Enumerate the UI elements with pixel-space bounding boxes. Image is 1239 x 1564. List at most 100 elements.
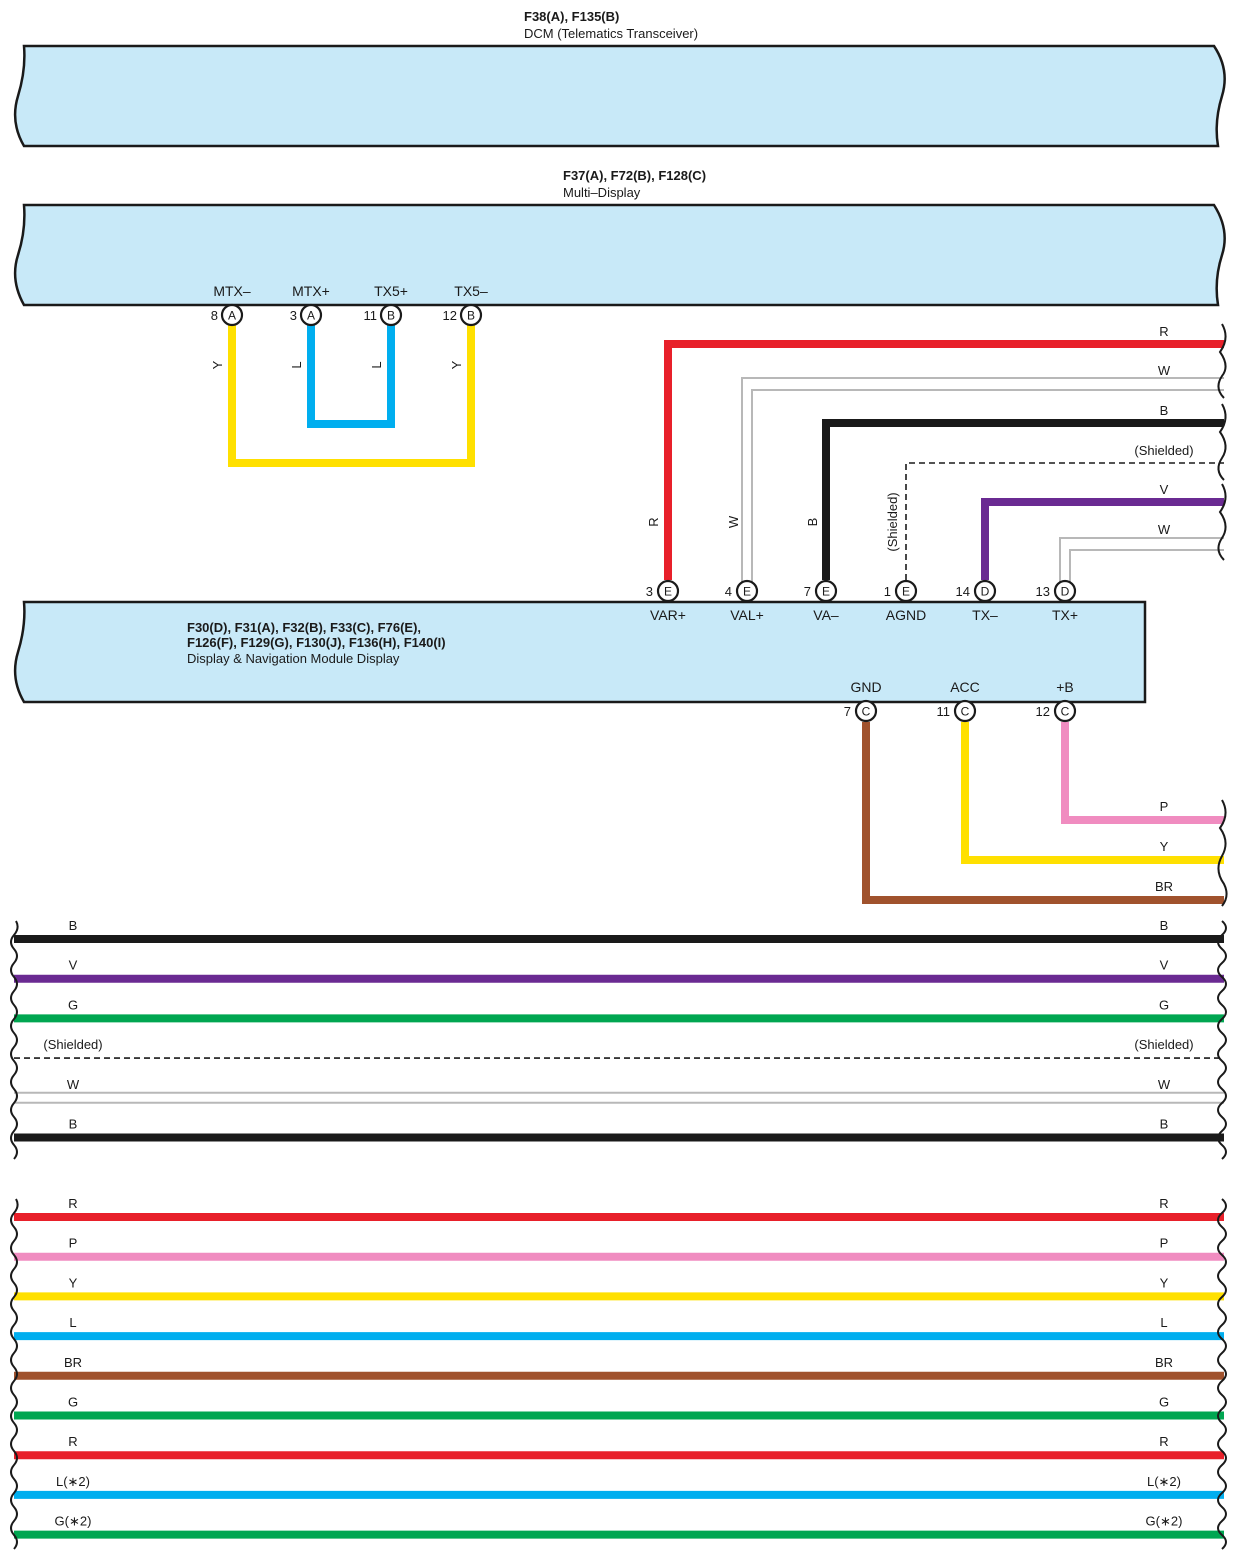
wire-color-label: (Shielded) [885,492,900,551]
nav-terminal-agnd: 1 E AGND [884,579,926,623]
wire-color-label-right: G [1159,1395,1169,1410]
terminal-label: +B [1056,679,1074,695]
pin-connector-circle [459,303,483,327]
wire-color-label-left: G(∗2) [55,1514,92,1529]
dcm-body [13,44,1226,148]
pin-number: 14 [956,584,970,599]
wire-color-label-right: (Shielded) [1134,1037,1193,1052]
pin-connector-circle [299,303,323,327]
break-edge-right [1217,799,1228,907]
pin-connector-letter: C [1061,705,1070,719]
wire-color-label: B [1160,403,1169,418]
wire-color-label-right: R [1159,1196,1168,1211]
wire-color-label: R [1159,324,1168,339]
pin-connector-letter: E [743,585,751,599]
terminal-label: TX+ [1052,607,1078,623]
terminal-label: TX– [972,607,998,623]
break-edge-right [1217,483,1227,561]
pin-number: 8 [211,308,218,323]
wire-color-label-right: L(∗2) [1147,1474,1181,1489]
nav-terminal-va-minus: 7 E VA– [804,579,839,623]
nav-terminal-tx-plus: 13 D TX+ [1036,579,1078,623]
nav-module-code-line1: F30(D), F31(A), F32(B), F33(C), F76(E), [187,620,421,635]
wire-p-b-plus [1061,722,1224,824]
terminal-label: MTX– [213,283,251,299]
pin-number: 11 [364,308,378,323]
multi-display-component: F37(A), F72(B), F128(C) Multi–Display [13,168,1226,307]
pin-number: 12 [1036,704,1050,719]
wire-r-var [664,340,1224,580]
terminal-label: TX5+ [374,283,408,299]
wire-color-label-right: Y [1160,1275,1169,1290]
break-edge-right [1217,1198,1227,1550]
wire-color-label: B [805,518,820,527]
terminal-label: MTX+ [292,283,330,299]
wire-color-label: L [369,361,384,368]
wire-color-label: Y [210,360,225,369]
wire-color-label: R [646,517,661,526]
wire-color-label-left: G [68,997,78,1012]
pin-connector-circle [814,579,838,603]
wire-color-label: (Shielded) [1134,443,1193,458]
wire-color-label-left: L(∗2) [56,1474,90,1489]
terminal-label: GND [850,679,881,695]
nav-terminal-acc: ACC 11 C [937,679,980,723]
nav-terminal-var-plus: 3 E VAR+ [646,579,686,623]
pin-connector-circle [220,303,244,327]
wire-color-label: W [1158,522,1171,537]
multi-display-code: F37(A), F72(B), F128(C) [563,168,706,183]
wire-color-label: W [726,515,741,528]
pin-number: 3 [290,308,297,323]
wire-color-label-right: G [1159,997,1169,1012]
nav-module-name: Display & Navigation Module Display [187,651,400,666]
wire-color-label-left: W [67,1077,80,1092]
wire-color-label: L [289,361,304,368]
wire-color-label-left: L [69,1315,76,1330]
md-terminal-mtx-plus: MTX+ 3 A [290,283,330,327]
dcm-component: F38(A), F135(B) DCM (Telematics Transcei… [13,9,1226,148]
nav-terminal-gnd: GND 7 C [844,679,882,723]
md-terminal-tx5-plus: TX5+ 11 B [364,283,408,327]
pin-connector-letter: E [822,585,830,599]
nav-module-code-line2: F126(F), F129(G), F130(J), F136(H), F140… [187,635,446,650]
pin-number: 7 [844,704,851,719]
wire-color-label-right: B [1160,918,1169,933]
dcm-code: F38(A), F135(B) [524,9,619,24]
wire-color-label-left: P [69,1236,78,1251]
pin-number: 3 [646,584,653,599]
wire-y-acc [961,722,1224,864]
wire-color-label-left: B [69,1117,78,1132]
wire-b-va [822,419,1224,580]
wire-color-label-left: Y [69,1275,78,1290]
wire-v-tx-minus [981,498,1224,580]
pin-number: 11 [937,704,951,719]
pin-number: 12 [443,308,457,323]
wire-color-label-left: (Shielded) [43,1037,102,1052]
wire-color-label-right: W [1158,1077,1171,1092]
terminal-label: TX5– [454,283,488,299]
wire-color-label-left: BR [64,1355,82,1370]
wire-color-label-right: V [1160,958,1169,973]
wire-color-label-right: P [1160,1236,1169,1251]
wire-color-label: P [1160,799,1169,814]
pin-connector-circle [854,699,878,723]
dcm-name: DCM (Telematics Transceiver) [524,26,698,41]
wire-color-label-right: L [1160,1315,1167,1330]
pin-connector-letter: D [981,585,990,599]
wire-w-tx-plus [1059,537,1224,582]
wire-color-label: Y [1160,839,1169,854]
pin-connector-circle [656,579,680,603]
pin-connector-letter: A [228,309,236,323]
multi-display-name: Multi–Display [563,185,641,200]
pin-connector-letter: C [961,705,970,719]
pin-connector-letter: B [387,309,395,323]
pin-connector-circle [379,303,403,327]
pin-number: 13 [1036,584,1050,599]
terminal-label: VA– [813,607,839,623]
break-edge-right [1217,920,1227,1160]
nav-module-body [13,600,1147,704]
pin-connector-circle [735,579,759,603]
